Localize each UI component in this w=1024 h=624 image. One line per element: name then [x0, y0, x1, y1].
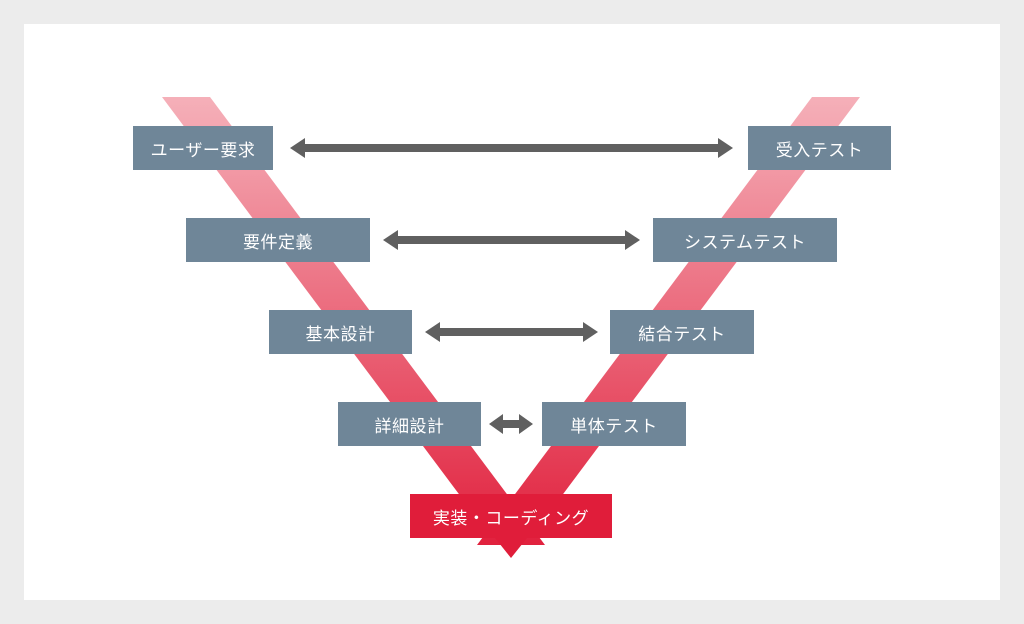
stage-user-requirements: ユーザー要求	[133, 126, 273, 170]
arrow-basic-design-integration-test	[425, 322, 598, 342]
stage-label: 詳細設計	[374, 416, 445, 437]
stage-label: 結合テスト	[638, 324, 726, 345]
stage-system-test: システムテスト	[653, 218, 837, 262]
stage-label: システムテスト	[684, 232, 806, 253]
stage-requirements-definition: 要件定義	[186, 218, 370, 262]
v-tip	[495, 538, 527, 558]
stage-acceptance-test: 受入テスト	[748, 126, 891, 170]
stage-label: ユーザー要求	[150, 140, 256, 161]
stage-detailed-design: 詳細設計	[338, 402, 481, 446]
stage-basic-design: 基本設計	[269, 310, 412, 354]
stage-integration-test: 結合テスト	[610, 310, 754, 354]
stage-label: 実装・コーディング	[432, 508, 590, 529]
arrow-detailed-design-unit-test	[489, 414, 533, 434]
stage-label: 受入テスト	[775, 140, 864, 161]
stage-implementation-coding: 実装・コーディング	[410, 494, 612, 538]
arrow-requirements-system-test	[383, 230, 640, 250]
stage-unit-test: 単体テスト	[542, 402, 686, 446]
stage-label: 要件定義	[243, 232, 313, 253]
stage-label: 単体テスト	[570, 416, 658, 437]
stage-label: 基本設計	[305, 324, 376, 345]
arrow-user-requirements-acceptance-test	[290, 138, 733, 158]
